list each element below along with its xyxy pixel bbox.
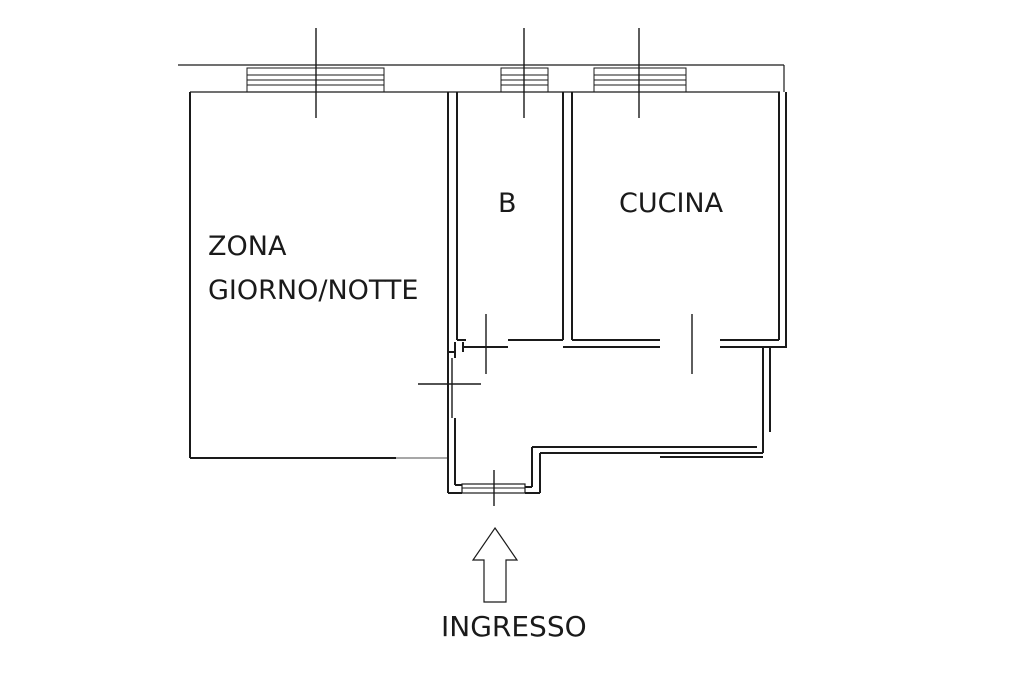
- bathroom-label: B: [498, 188, 517, 219]
- kitchen-label: CUCINA: [619, 188, 724, 219]
- entrance-vestibule-walls: [447, 385, 541, 494]
- room-bathroom-walls: [456, 92, 564, 341]
- window-kitchen: [593, 67, 687, 93]
- entrance-arrow-icon: [471, 526, 519, 603]
- living-zone-label-line2: GIORNO/NOTTE: [208, 275, 418, 306]
- room-kitchen-walls: [571, 92, 787, 348]
- room-living-walls: [189, 92, 449, 459]
- entrance-label: INGRESSO: [441, 610, 587, 643]
- corridor-walls: [448, 342, 786, 358]
- corridor-right-wall: [532, 347, 771, 458]
- living-zone-label-line1: ZONA: [208, 231, 287, 262]
- window-axis-ticks: [315, 28, 640, 118]
- outer-top-wall: [178, 64, 785, 93]
- living-door: [418, 352, 481, 418]
